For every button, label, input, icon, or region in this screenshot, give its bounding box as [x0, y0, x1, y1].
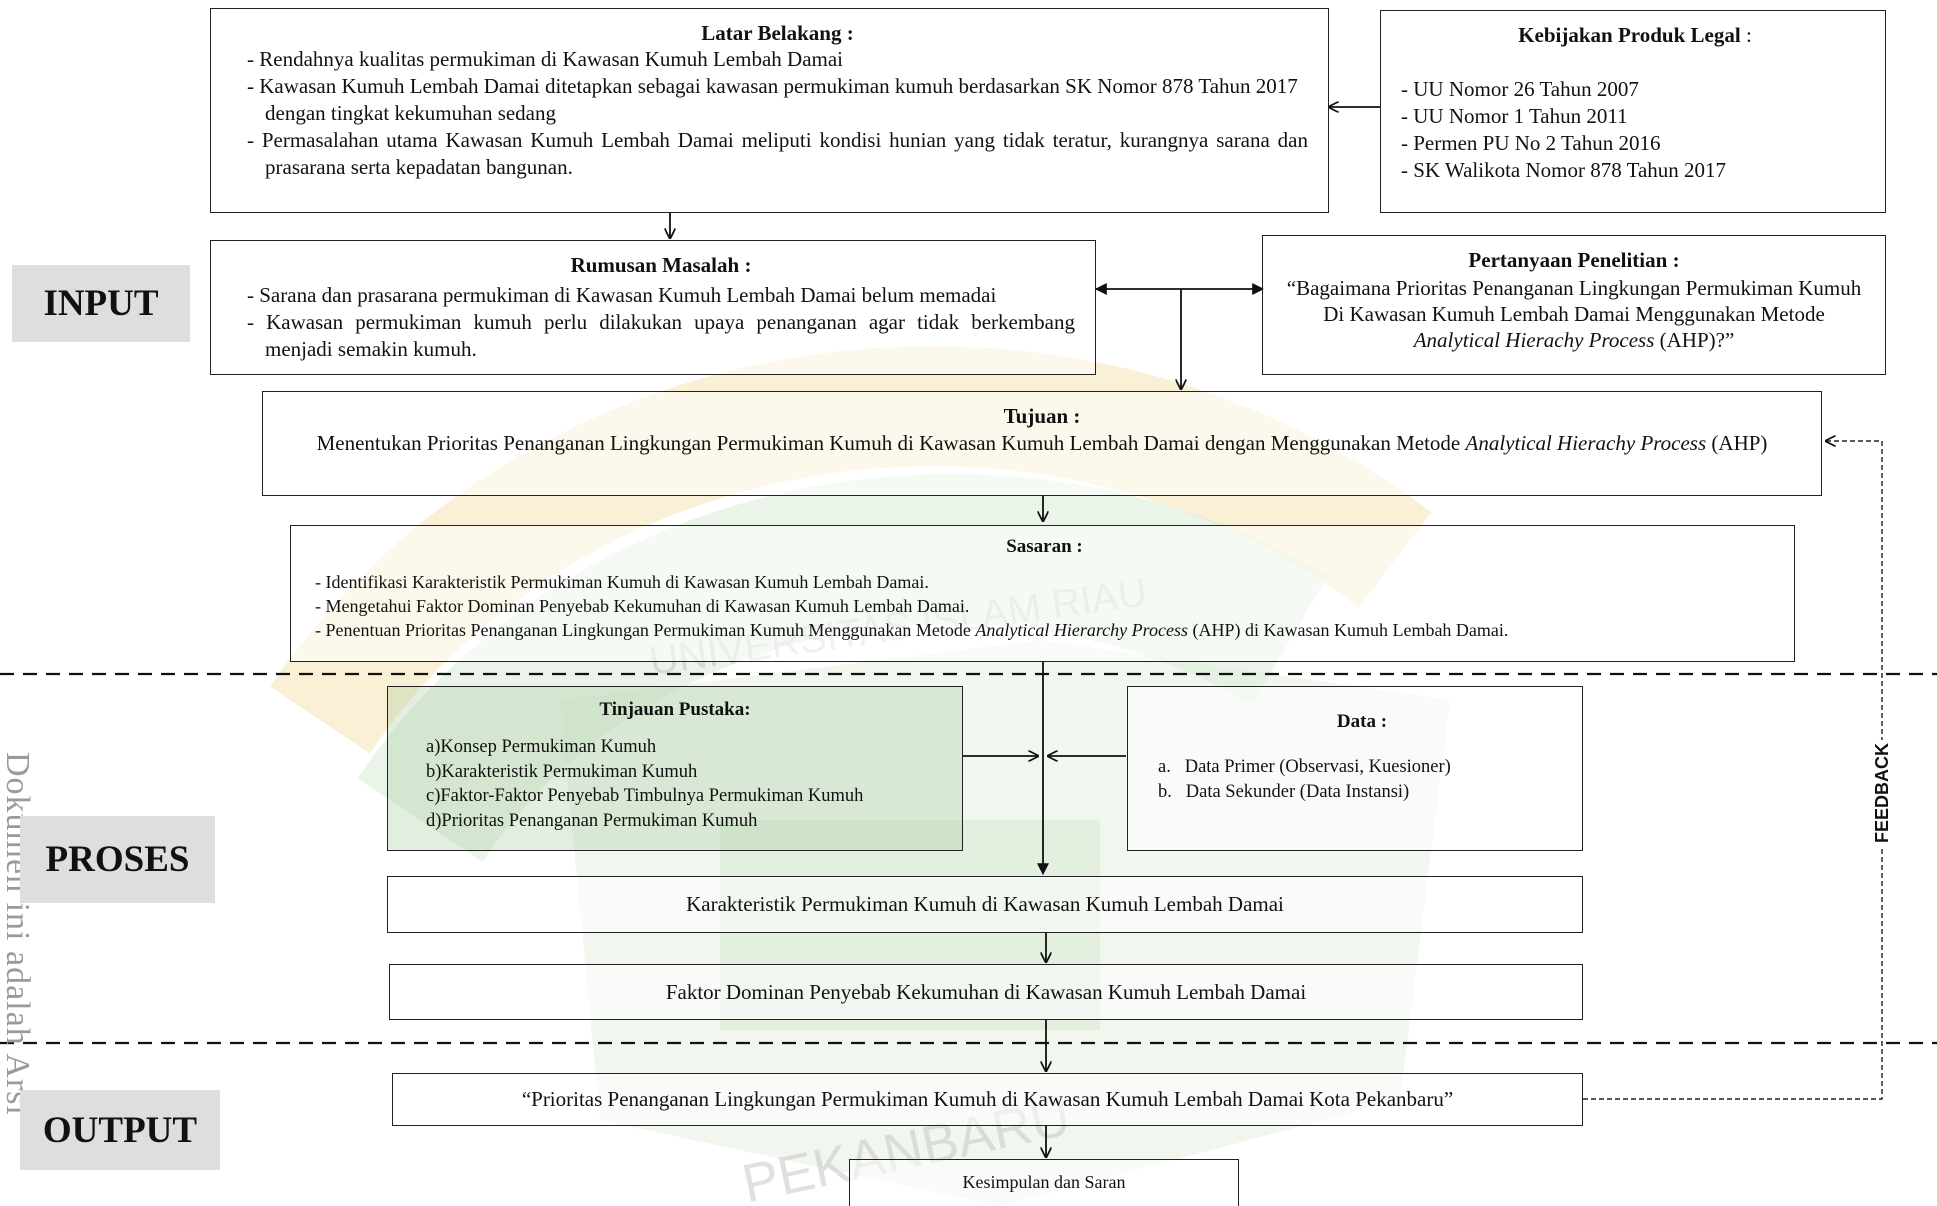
kesimpulan-text: Kesimpulan dan Saran — [962, 1172, 1126, 1192]
tinjauan-pustaka-item: c)Faktor-Faktor Penyebab Timbulnya Permu… — [426, 786, 864, 806]
data-item: a. Data Primer (Observasi, Kuesioner) — [1158, 757, 1451, 777]
tujuan-title: Tujuan : — [1003, 404, 1081, 428]
kesimpulan-box: Kesimpulan dan Saran — [849, 1159, 1239, 1206]
data-box: Data : a. Data Primer (Observasi, Kuesio… — [1127, 686, 1583, 851]
tinjauan-pustaka-box: Tinjauan Pustaka: a)Konsep Permukiman Ku… — [387, 686, 963, 851]
sasaran-item: Mengetahui Faktor Dominan Penyebab Kekum… — [315, 594, 1774, 618]
stage-input-label: INPUT — [12, 265, 190, 342]
rumusan-masalah-item: Sarana dan prasarana permukiman di Kawas… — [247, 282, 1075, 309]
prioritas-output-text: “Prioritas Penanganan Lingkungan Permuki… — [521, 1087, 1454, 1111]
latar-belakang-item: Kawasan Kumuh Lembah Damai ditetapkan se… — [247, 73, 1308, 127]
kebijakan-item: SK Walikota Nomor 878 Tahun 2017 — [1401, 157, 1869, 184]
kebijakan-item: UU Nomor 26 Tahun 2007 — [1401, 76, 1869, 103]
stage-proses-label: PROSES — [20, 816, 215, 903]
latar-belakang-box: Latar Belakang : Rendahnya kualitas perm… — [210, 8, 1329, 213]
tujuan-text: Menentukan Prioritas Penanganan Lingkung… — [316, 431, 1768, 455]
latar-belakang-item: Permasalahan utama Kawasan Kumuh Lembah … — [247, 127, 1308, 181]
sasaran-item: Penentuan Prioritas Penanganan Lingkunga… — [315, 618, 1774, 642]
rumusan-masalah-item: Kawasan permukiman kumuh perlu dilakukan… — [247, 309, 1075, 363]
data-title: Data : — [1336, 711, 1388, 732]
faktor-box: Faktor Dominan Penyebab Kekumuhan di Kaw… — [389, 964, 1583, 1020]
pertanyaan-penelitian-title: Pertanyaan Penelitian : — [1468, 248, 1680, 272]
faktor-text: Faktor Dominan Penyebab Kekumuhan di Kaw… — [665, 979, 1307, 1004]
sasaran-item: Identifikasi Karakteristik Permukiman Ku… — [315, 570, 1774, 594]
kebijakan-item: UU Nomor 1 Tahun 2011 — [1401, 103, 1869, 130]
rumusan-masalah-title: Rumusan Masalah : — [570, 253, 752, 277]
sasaran-box: Sasaran : Identifikasi Karakteristik Per… — [290, 525, 1795, 662]
latar-belakang-item: Rendahnya kualitas permukiman di Kawasan… — [247, 46, 1308, 73]
tinjauan-pustaka-item: d)Prioritas Penanganan Permukiman Kumuh — [426, 810, 758, 831]
feedback-label: FEEDBACK — [1872, 739, 1893, 846]
kebijakan-box: Kebijakan Produk Legal : UU Nomor 26 Tah… — [1380, 10, 1886, 213]
vertical-side-text: Dokumen ini adalah Arsi — [0, 752, 36, 1116]
prioritas-output-box: “Prioritas Penanganan Lingkungan Permuki… — [392, 1073, 1583, 1126]
data-item: b. Data Sekunder (Data Instansi) — [1158, 781, 1410, 802]
kebijakan-item: Permen PU No 2 Tahun 2016 — [1401, 130, 1869, 157]
sasaran-title: Sasaran : — [1006, 536, 1083, 557]
karakteristik-box: Karakteristik Permukiman Kumuh di Kawasa… — [387, 876, 1583, 933]
pertanyaan-penelitian-text: “Bagaimana Prioritas Penanganan Lingkung… — [1286, 276, 1862, 352]
tinjauan-pustaka-item: b)Karakteristik Permukiman Kumuh — [426, 761, 698, 782]
stage-output-label: OUTPUT — [20, 1090, 220, 1170]
pertanyaan-penelitian-box: Pertanyaan Penelitian : “Bagaimana Prior… — [1262, 235, 1886, 375]
rumusan-masalah-box: Rumusan Masalah : Sarana dan prasarana p… — [210, 240, 1096, 375]
tinjauan-pustaka-title: Tinjauan Pustaka: — [599, 699, 751, 720]
latar-belakang-title: Latar Belakang : — [701, 21, 854, 45]
tujuan-box: Tujuan : Menentukan Prioritas Penanganan… — [262, 391, 1822, 496]
karakteristik-text: Karakteristik Permukiman Kumuh di Kawasa… — [686, 892, 1284, 916]
tinjauan-pustaka-item: a)Konsep Permukiman Kumuh — [426, 737, 657, 757]
kebijakan-title: Kebijakan Produk Legal : — [1518, 23, 1752, 47]
